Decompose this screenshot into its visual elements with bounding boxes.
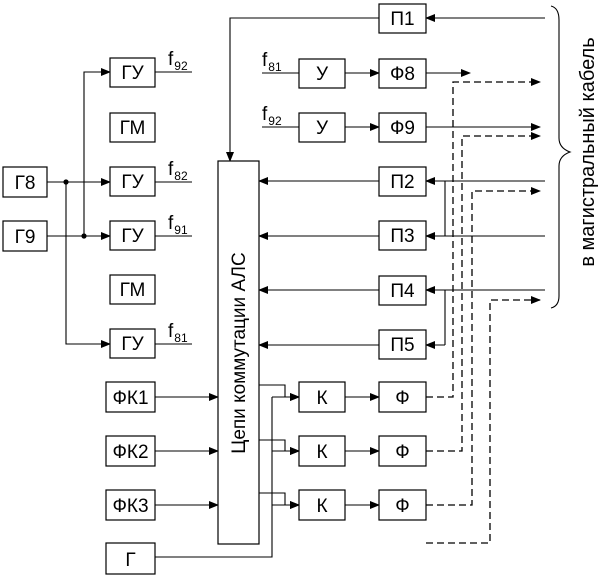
cable-brace xyxy=(550,5,572,309)
block-gu4: ГУ xyxy=(109,328,156,359)
block-label: Ф8 xyxy=(390,64,415,85)
block-label: Ф xyxy=(395,388,409,409)
dashed-f3-to-cable xyxy=(426,187,541,506)
junction-dot xyxy=(81,233,87,239)
block-gu2: ГУ xyxy=(109,166,156,197)
block-fk1: ФК1 xyxy=(105,381,156,413)
block-f9: Ф9 xyxy=(378,112,427,143)
dashed-f2-to-cable xyxy=(426,132,541,452)
block-label: ГУ xyxy=(121,63,144,84)
block-label: Ф xyxy=(395,496,409,517)
junction-dots xyxy=(63,178,435,293)
block-label: У xyxy=(316,118,329,139)
block-label: ФК1 xyxy=(112,388,148,409)
wire-als-to-k2 xyxy=(259,439,300,455)
block-p5: П5 xyxy=(378,329,427,360)
signal-label-f82: f82 xyxy=(168,159,188,183)
block-u2: У xyxy=(298,112,346,143)
block-k3: К xyxy=(298,489,346,521)
block-k1: К xyxy=(298,381,346,413)
block-f8: Ф8 xyxy=(378,58,427,89)
block-label: П3 xyxy=(390,226,414,247)
block-label: К xyxy=(316,442,327,463)
junction-dot xyxy=(429,178,435,184)
block-label: Ф xyxy=(395,442,409,463)
block-fk2: ФК2 xyxy=(105,435,156,467)
block-label: ФК2 xyxy=(112,442,148,463)
block-label: П1 xyxy=(390,9,414,30)
cable-label: в магистральный кабель xyxy=(577,37,599,266)
block-g8: Г8 xyxy=(2,166,48,198)
als-label: Цепи коммутации АЛС xyxy=(229,252,250,453)
wire-p2-branch xyxy=(432,180,446,236)
block-ff3: Ф xyxy=(378,489,427,521)
block-gm1: ГМ xyxy=(109,112,156,143)
block-p1: П1 xyxy=(378,3,427,34)
block-als: Цепи коммутации АЛС xyxy=(217,160,260,545)
block-label: У xyxy=(316,64,329,85)
block-label: ГУ xyxy=(121,334,144,355)
signal-label-f92-u: f92 xyxy=(262,104,282,128)
signal-label-f81-bottom: f81 xyxy=(168,321,188,345)
wire-als-to-k3 xyxy=(259,492,300,509)
block-g9: Г9 xyxy=(2,220,48,252)
block-k2: К xyxy=(298,435,346,467)
block-ff2: Ф xyxy=(378,435,427,467)
block-u1: У xyxy=(298,58,346,89)
block-p3: П3 xyxy=(378,220,427,251)
wire-g9-to-gu1 xyxy=(83,68,111,236)
block-label: П5 xyxy=(390,335,414,356)
block-label: Г xyxy=(125,550,135,571)
dashed-g-to-cable xyxy=(426,296,541,544)
junction-dot xyxy=(63,179,69,185)
block-gu3: ГУ xyxy=(109,220,156,251)
block-label: Г9 xyxy=(15,227,36,248)
dashed-f1-to-cable xyxy=(426,78,541,398)
signal-label-f81-u: f81 xyxy=(262,50,282,74)
block-label: П2 xyxy=(390,172,414,193)
block-label: Ф9 xyxy=(390,118,415,139)
block-gm2: ГМ xyxy=(109,274,156,305)
block-label: К xyxy=(316,496,327,517)
wire-g8-to-gu4 xyxy=(65,182,111,348)
block-fk3: ФК3 xyxy=(105,489,156,521)
signal-label-f92-top: f92 xyxy=(168,49,188,73)
block-p2: П2 xyxy=(378,166,427,197)
block-gu1: ГУ xyxy=(109,57,156,88)
junction-dot xyxy=(429,287,435,293)
signal-label-f91: f91 xyxy=(168,213,188,237)
block-label: ГУ xyxy=(121,172,144,193)
signal-labels: f92 f82 f91 f81 f81 f92 xyxy=(168,49,282,345)
block-p4: П4 xyxy=(378,275,427,306)
wire-g-bus xyxy=(155,397,273,558)
block-label: К xyxy=(316,388,327,409)
block-label: ГУ xyxy=(121,226,144,247)
block-label: П4 xyxy=(390,281,415,302)
block-label: ГМ xyxy=(120,280,146,301)
block-label: Г8 xyxy=(15,173,36,194)
connection-lines xyxy=(47,14,545,558)
wire-p4-branch xyxy=(432,289,446,345)
block-g: Г xyxy=(105,542,156,575)
block-label: ГМ xyxy=(120,118,146,139)
wire-p1-to-als xyxy=(226,17,379,162)
block-ff1: Ф xyxy=(378,381,427,413)
wire-als-to-k1 xyxy=(259,384,300,401)
block-label: ФК3 xyxy=(112,496,148,517)
